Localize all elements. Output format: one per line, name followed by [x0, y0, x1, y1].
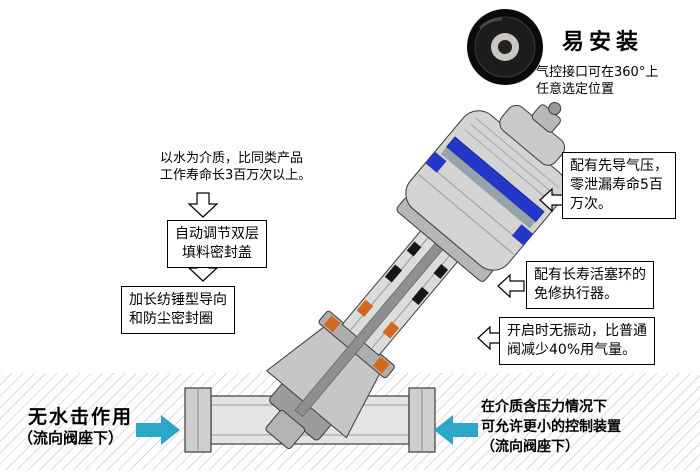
no-water-hammer-subtitle: （流向阀座下）: [18, 429, 124, 447]
guide-seal-right: [382, 321, 400, 339]
piston-seal: [445, 136, 545, 223]
flow-arrow-left: [434, 415, 478, 445]
note-water-medium: 以水为介质，比同类产品 工作寿命长3百万次以上。: [160, 151, 312, 183]
packing-seal-left: [323, 315, 341, 333]
box-guide-ring: 加长纺锤型导向 和防尘密封圈: [121, 286, 235, 334]
dust-seal-right: [411, 286, 429, 305]
box-pilot-pressure: 配有先导气压， 零泄漏寿命5百 万次。: [562, 152, 676, 219]
easy-install-title: 易安装: [562, 30, 644, 55]
actuator-top-photo: [467, 9, 543, 85]
dust-seal-left: [384, 264, 403, 283]
box-long-life-actuator: 配有长寿活塞环的 免修执行器。: [526, 261, 654, 309]
guide-seal-left: [356, 299, 374, 317]
box-no-vibration: 开启时无振动，比普通 阀减少40%用气量。: [499, 317, 655, 365]
flow-arrow-right: [136, 415, 180, 445]
piston-ring-left: [425, 151, 447, 173]
no-water-hammer-title: 无水击作用: [28, 406, 134, 428]
pressure-medium-note: 在介质含压力情况下 可允许更小的控制装置 （流向阀座下）: [481, 399, 621, 455]
left-arrow-actuator: [497, 273, 525, 299]
piston-ring-right: [511, 224, 534, 246]
box-seal-cover: 自动调节双层 填料密封盖: [167, 220, 267, 268]
easy-install-caption: 气控接口可在360°上 任意选定位置: [536, 65, 659, 97]
down-arrow-1: [187, 192, 219, 218]
valve-assembly: [265, 102, 567, 450]
packing-seal-right: [372, 356, 390, 374]
